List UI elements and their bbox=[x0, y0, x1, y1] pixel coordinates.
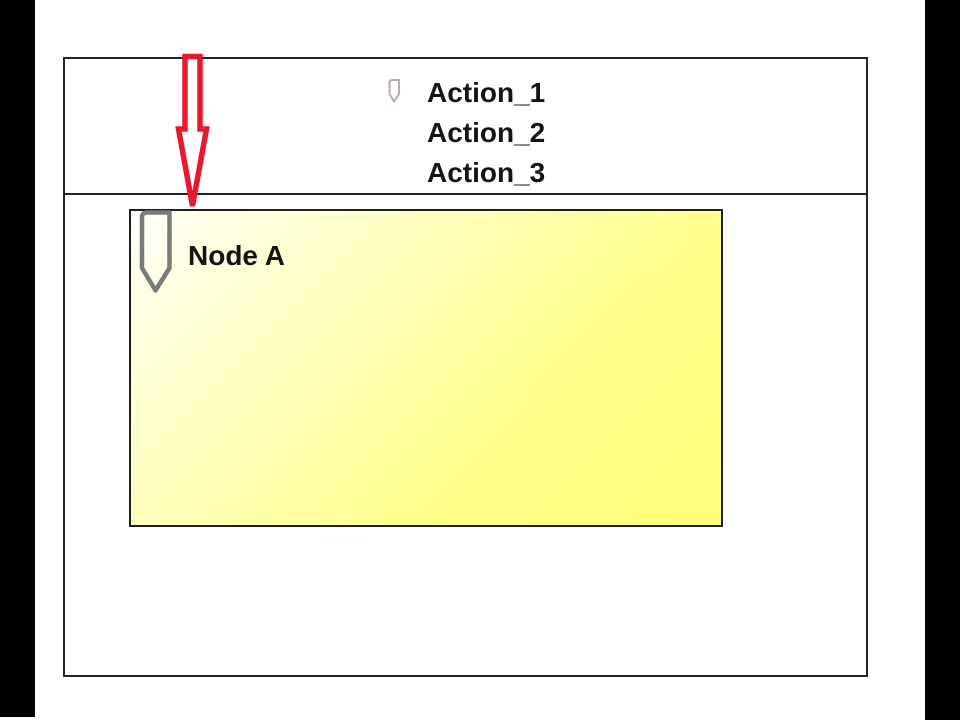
pen-nib-icon bbox=[139, 210, 172, 293]
letterbox-left bbox=[0, 0, 35, 717]
pen-nib-icon bbox=[388, 79, 400, 103]
node[interactable] bbox=[129, 209, 723, 527]
action-list: Action_1 Action_2 Action_3 bbox=[427, 73, 647, 193]
node-label: Node A bbox=[188, 240, 285, 271]
header-divider bbox=[63, 193, 868, 195]
letterbox-right bbox=[925, 0, 960, 720]
action-item-2[interactable]: Action_2 bbox=[427, 117, 546, 148]
action-item-1[interactable]: Action_1 bbox=[427, 77, 546, 108]
action-item-3[interactable]: Action_3 bbox=[427, 157, 546, 188]
